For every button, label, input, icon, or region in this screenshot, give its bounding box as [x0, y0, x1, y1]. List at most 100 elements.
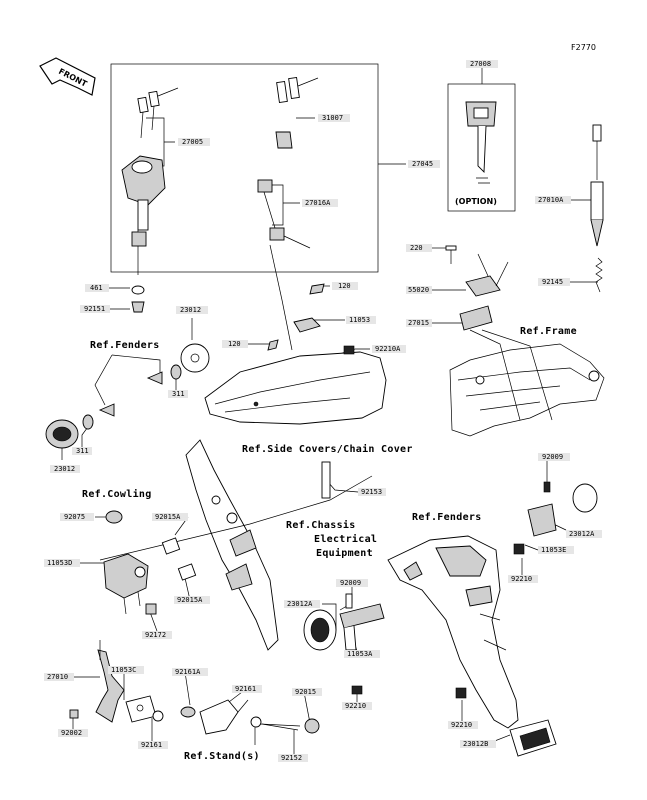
part-label: 23012B: [463, 740, 488, 748]
part-label: 92161: [235, 685, 256, 693]
figure-id: F2770: [571, 43, 596, 52]
part-label: 11053C: [111, 666, 136, 674]
bolt-92152-icon: [259, 723, 301, 727]
reflector-23012-icon: [45, 419, 79, 449]
nut-92210b-icon: [351, 685, 363, 695]
ref-frame: Ref.Frame: [520, 326, 577, 337]
side-stand-switch-icon: [95, 640, 125, 723]
part-label: 27045: [412, 160, 433, 168]
ref-side-covers: Ref.Side Covers/Chain Cover: [242, 443, 413, 455]
ref-cowling: Ref.Cowling: [82, 488, 152, 500]
screw-92151-icon: [131, 301, 145, 313]
part-label: 92153: [361, 488, 382, 496]
part-label: 92152: [281, 754, 302, 762]
collar-92015-icon: [304, 718, 320, 734]
ref-fenders-right: Ref.Fenders: [412, 512, 482, 523]
part-label: 23012: [180, 306, 201, 314]
side-cover-icon: [204, 351, 387, 425]
part-label: 11053A: [347, 650, 373, 658]
part-label: 27008: [470, 60, 491, 68]
part-label: 92015A: [177, 596, 203, 604]
part-label: 92009: [340, 579, 361, 587]
bracket-11053E-icon: [527, 503, 557, 537]
part-label: 311: [76, 447, 89, 455]
option-label: (OPTION): [455, 197, 497, 206]
ref-chassis: Ref.Chassis: [286, 519, 356, 531]
grommet-23012-icon: [180, 343, 210, 373]
part-label: 92210A: [375, 345, 401, 353]
part-label: 27010: [47, 673, 68, 681]
bracket-11053C-icon: [125, 695, 157, 723]
bolt-92172-icon: [145, 603, 157, 615]
collar-92161A-icon: [180, 706, 196, 718]
bolt-220-icon: [445, 245, 457, 264]
key-set-box: [110, 63, 379, 273]
option-key-icon: [465, 101, 497, 184]
rear-fender-icon: [387, 535, 519, 729]
rod-92153-icon: [321, 461, 331, 499]
bracket-11053-icon: [293, 317, 321, 333]
ref-chassis-electrical: Electrical: [314, 533, 377, 545]
seat-hook-icon: [459, 253, 509, 331]
part-label: 92075: [64, 513, 85, 521]
cylinder-lock-icon: [275, 77, 319, 149]
spring-icon: [595, 257, 603, 293]
part-label: 92145: [542, 278, 563, 286]
part-label: 92009: [542, 453, 563, 461]
reflector-23012B-icon: [509, 719, 557, 757]
option-box: [447, 83, 516, 212]
part-label: 92161: [141, 741, 162, 749]
part-label: 92210: [511, 575, 532, 583]
part-label: 31007: [322, 114, 343, 122]
part-label: 92210: [451, 721, 472, 729]
clip-92210A-icon: [343, 345, 355, 355]
seat-lock-switch-icon: [590, 124, 604, 247]
reference-labels: Ref.Fenders Ref.Frame Ref.Side Covers/Ch…: [82, 326, 577, 762]
part-label: 92161A: [175, 668, 201, 676]
ignition-switch-icon: [121, 155, 166, 247]
part-label-boxes: [44, 60, 602, 762]
part-label: 92015A: [155, 513, 181, 521]
part-label: 23012A: [287, 600, 313, 608]
front-arrow-icon: FRONT: [39, 57, 96, 96]
part-label: 27015: [408, 319, 429, 327]
bolt-120-icon: [309, 283, 325, 295]
bracket-11053D-icon: [103, 553, 149, 615]
part-label: 92015: [295, 688, 316, 696]
screw-92009b-icon: [345, 593, 353, 609]
part-label: 92172: [145, 631, 166, 639]
collar-92161-icon: [152, 710, 164, 722]
ref-fenders-left: Ref.Fenders: [90, 340, 160, 351]
part-label: 120: [228, 340, 241, 348]
part-label: 92210: [345, 702, 366, 710]
part-label: 461: [90, 284, 103, 292]
ref-chassis-equipment: Equipment: [316, 547, 373, 559]
part-label: 23012A: [569, 530, 595, 538]
part-label: 92151: [84, 305, 105, 313]
seat-lock-keys-icon: [257, 179, 311, 249]
washer-461-icon: [131, 285, 145, 295]
part-label: 311: [172, 390, 185, 398]
part-label: 27005: [182, 138, 203, 146]
part-label: 27010A: [538, 196, 564, 204]
grommet-23012A-icon: [572, 483, 598, 513]
ref-stand: Ref.Stand(s): [184, 751, 260, 762]
bracket-11053A-icon: [339, 603, 385, 651]
part-label: 220: [410, 244, 423, 252]
part-label: 55020: [408, 286, 429, 294]
nut-92210c-icon: [455, 687, 467, 699]
ignition-keys-icon: [137, 87, 179, 139]
part-label: 11053D: [47, 559, 72, 567]
part-label: 23012: [54, 465, 75, 473]
cap-92075-icon: [105, 510, 123, 524]
bolt-120b-icon: [267, 339, 279, 351]
bolt-92002-icon: [69, 709, 79, 719]
part-label: 27016A: [305, 199, 331, 207]
nut-92210-icon: [513, 543, 525, 555]
cowling-bracket-icon: [185, 439, 279, 651]
part-labels: 27008 27005 31007 27045 27016A 27010A 22…: [47, 60, 595, 762]
reflector-23012A-icon: [303, 609, 337, 651]
part-label: 11053: [349, 316, 370, 324]
nut-311-icon: [82, 364, 182, 430]
